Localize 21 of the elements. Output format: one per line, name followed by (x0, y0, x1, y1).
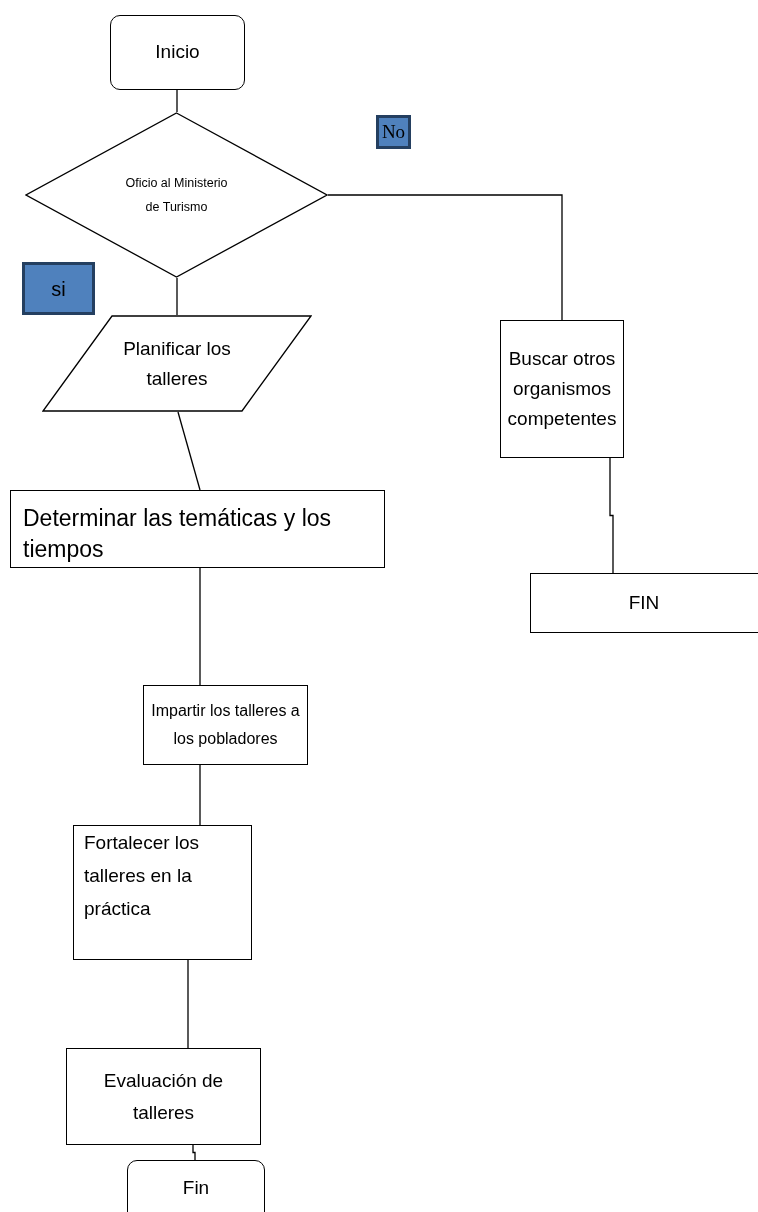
decision-diamond: Oficio al Ministerio de Turismo (25, 112, 328, 278)
connector-line (327, 194, 563, 321)
process-box: Evaluación de talleres (66, 1048, 261, 1145)
connector-line (192, 1144, 196, 1161)
connector-line (199, 567, 201, 686)
process-box: Fortalecer los talleres en la práctica (73, 825, 252, 960)
terminator-box: Fin (127, 1160, 265, 1212)
terminator-box: Inicio (110, 15, 245, 90)
connector-line (199, 764, 201, 826)
input-parallelogram: Planificar los talleres (42, 315, 312, 412)
answer-tag: No (376, 115, 411, 149)
process-box: Determinar las temáticas y los tiempos (10, 490, 385, 568)
process-box: Impartir los talleres a los pobladores (143, 685, 308, 765)
process-box: Buscar otros organismos competentes (500, 320, 624, 458)
connector-line (609, 457, 614, 574)
connector-line (177, 411, 201, 491)
answer-tag: si (22, 262, 95, 315)
connector-line (187, 959, 189, 1049)
connector-line (176, 277, 178, 316)
process-box: FIN (530, 573, 758, 633)
connector-line (176, 89, 178, 113)
